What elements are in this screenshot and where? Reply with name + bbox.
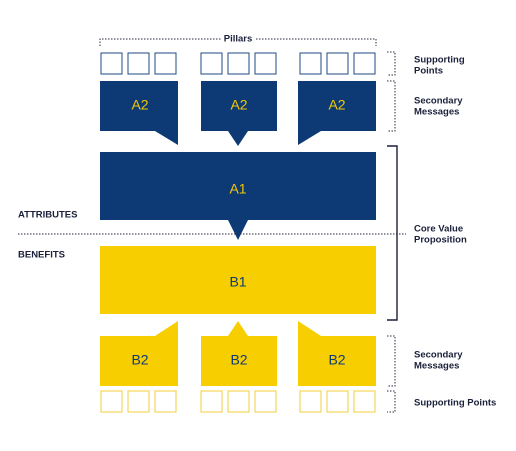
supporting-square [353,52,376,75]
secondary-top-label-1: Secondary [414,96,463,107]
supporting-square [227,52,250,75]
core-value-label-2: Proposition [414,235,467,246]
supporting-square [200,52,223,75]
supporting-square [299,52,322,75]
a2-box-right [298,81,376,145]
a2-box-left [100,81,178,145]
right-brackets-dotted [387,51,396,413]
a2-box-center [201,81,277,146]
bracket-supporting-top [387,51,396,76]
b1-box [100,246,376,314]
bracket-core-value [387,145,398,321]
b2-box-left [100,321,178,386]
bracket-secondary-top [387,80,396,132]
secondary-bottom-label-1: Secondary [414,350,463,361]
b2-label-right: B2 [328,352,345,368]
secondary-top-label-2: Messages [414,107,459,118]
b2-label-left: B2 [131,352,148,368]
attributes-label: ATTRIBUTES [18,210,77,221]
pillars-label: Pillars [224,34,253,45]
supporting-points-top-label-2: Points [414,66,443,77]
supporting-square [200,390,223,413]
b2-box-center [201,321,277,386]
b1-label: B1 [229,274,246,290]
supporting-square [154,52,177,75]
b2-label-center: B2 [230,352,247,368]
a1-box [100,152,376,240]
bracket-secondary-bottom [387,335,396,387]
a2-label-center: A2 [230,97,247,113]
a2-label-right: A2 [328,97,345,113]
secondary-bottom-label-2: Messages [414,361,459,372]
a2-label-left: A2 [131,97,148,113]
supporting-square [326,390,349,413]
supporting-square [254,52,277,75]
supporting-square [100,52,123,75]
supporting-square [353,390,376,413]
benefits-label: BENEFITS [18,250,65,261]
supporting-square [154,390,177,413]
supporting-square [100,390,123,413]
core-value-label-1: Core Value [414,224,463,235]
bracket-supporting-bottom [387,390,396,413]
a1-label: A1 [229,181,246,197]
top-supporting-squares [100,52,376,75]
supporting-points-bottom-label: Supporting Points [414,398,496,409]
supporting-square [326,52,349,75]
pillars-bracket [99,38,377,46]
supporting-square [127,52,150,75]
supporting-square [127,390,150,413]
bottom-supporting-squares [100,390,376,413]
supporting-square [254,390,277,413]
b2-box-right [298,321,376,386]
supporting-square [299,390,322,413]
supporting-square [227,390,250,413]
supporting-points-top-label-1: Supporting [414,55,465,66]
